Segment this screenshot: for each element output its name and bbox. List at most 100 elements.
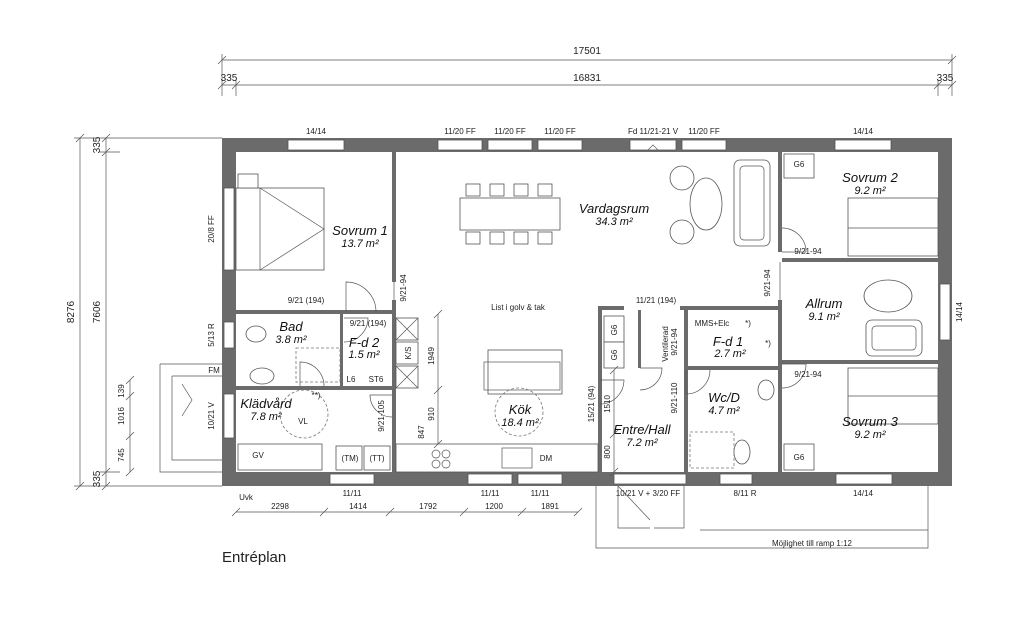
label-g6: G6 bbox=[794, 453, 805, 462]
dim-745: 745 bbox=[117, 448, 126, 462]
window-label: 11/11 bbox=[343, 489, 362, 498]
label-uvk: Uvk bbox=[239, 493, 254, 502]
door-label: 9/21-94 bbox=[763, 269, 772, 297]
bed bbox=[847, 197, 939, 257]
room-name: Kök bbox=[509, 402, 533, 417]
room-name: F-d 2 bbox=[349, 335, 380, 350]
window-label: 11/20 FF bbox=[444, 127, 476, 136]
room-area: 9.2 m² bbox=[854, 429, 886, 441]
left-dimensions: 8276 335 7606 335 139 1016 745 bbox=[66, 133, 222, 491]
room-area: 18.4 m² bbox=[501, 417, 539, 429]
door-label: 9/21-94 bbox=[399, 274, 408, 302]
ramp-outline bbox=[595, 486, 929, 549]
room-name: Entre/Hall bbox=[613, 422, 671, 437]
dim-bottom: 2298 bbox=[271, 502, 289, 511]
label-fm: FM bbox=[208, 366, 220, 375]
dim-1016: 1016 bbox=[117, 407, 126, 425]
room-area: 3.8 m² bbox=[275, 334, 307, 346]
room-name: Sovrum 3 bbox=[842, 414, 898, 429]
window-label: 14/14 bbox=[306, 127, 327, 136]
label-gv: GV bbox=[252, 451, 264, 460]
plan-title: Entréplan bbox=[222, 549, 286, 566]
fixture-labels: G6 G6 G6 G6 FM K/S L6 ST6 GV (TM) (TT) D… bbox=[208, 160, 852, 548]
dim-bottom: 1891 bbox=[541, 502, 559, 511]
window-label: 14/14 bbox=[853, 127, 874, 136]
label-note: *) bbox=[745, 319, 751, 328]
inner-dimensions: 1949 910 847 1510 800 bbox=[417, 309, 619, 477]
window-label: 11/20 FF bbox=[688, 127, 720, 136]
door-label: 9/21-94 bbox=[794, 370, 822, 379]
kitchen-island bbox=[487, 349, 563, 395]
room-name: Sovrum 1 bbox=[332, 223, 388, 238]
door-label: 15/21 (94) bbox=[587, 385, 596, 422]
bed bbox=[235, 187, 325, 271]
label-note: *) bbox=[765, 339, 771, 348]
window-label: 20/8 FF bbox=[207, 215, 216, 243]
dim-800: 800 bbox=[603, 445, 612, 459]
room-name: F-d 1 bbox=[713, 334, 743, 349]
dim-847: 847 bbox=[417, 425, 426, 439]
room-area: 7.2 m² bbox=[626, 437, 658, 449]
sofa bbox=[733, 159, 771, 247]
label-tt: (TT) bbox=[369, 454, 384, 463]
door-label: 11/21 (194) bbox=[636, 296, 677, 305]
windows bbox=[223, 139, 951, 485]
interior-walls bbox=[236, 152, 938, 472]
dim-139: 139 bbox=[117, 384, 126, 398]
label-g6: G6 bbox=[610, 349, 619, 360]
room-area: 7.8 m² bbox=[250, 411, 282, 423]
window-label: 11/20 FF bbox=[544, 127, 576, 136]
window-label: 10/21 V + 3/20 FF bbox=[616, 489, 680, 498]
coffee-table bbox=[689, 177, 723, 231]
room-name: Sovrum 2 bbox=[842, 170, 898, 185]
room-area: 1.5 m² bbox=[348, 349, 380, 361]
window-label: 11/20 FF bbox=[494, 127, 526, 136]
label-tm: (TM) bbox=[342, 454, 359, 463]
room-name: Bad bbox=[279, 319, 303, 334]
label-dm: DM bbox=[540, 454, 553, 463]
label-mms: MMS+Elc bbox=[695, 319, 729, 328]
top-dimensions: 17501 335 16831 335 bbox=[217, 46, 957, 96]
label-g6: G6 bbox=[610, 324, 619, 335]
dim-bottom: 1792 bbox=[419, 502, 437, 511]
door-label: 9/21-105 bbox=[377, 400, 386, 432]
dim-wall-top: 335 bbox=[92, 136, 103, 153]
room-name: Wc/D bbox=[708, 390, 740, 405]
room-area: 9.2 m² bbox=[854, 185, 886, 197]
door-labels: 9/21 (194) 9/21-94 9/21 (194) 9/21-105 1… bbox=[288, 247, 822, 432]
room-name: Vardagsrum bbox=[579, 201, 649, 216]
label-ramp: Möjlighet till ramp 1:12 bbox=[772, 539, 853, 548]
label-st6: ST6 bbox=[369, 375, 384, 384]
dim-total-depth: 8276 bbox=[66, 300, 77, 323]
dim-total-width: 17501 bbox=[573, 46, 601, 57]
window-label: 14/14 bbox=[853, 489, 874, 498]
label-g6: G6 bbox=[794, 160, 805, 169]
window-label: 8/11 R bbox=[734, 489, 757, 498]
window-label: Fd 11/21-21 V bbox=[628, 127, 679, 136]
dim-bottom: 1414 bbox=[349, 502, 367, 511]
dim-inner-depth: 7606 bbox=[92, 300, 103, 323]
window-label: 5/13 R bbox=[207, 323, 216, 347]
window-label: 11/11 bbox=[481, 489, 500, 498]
room-area: 4.7 m² bbox=[708, 405, 740, 417]
furniture bbox=[159, 153, 939, 473]
label-list: List i golv & tak bbox=[491, 303, 546, 312]
label-note: **) bbox=[312, 391, 321, 400]
label-l6: L6 bbox=[347, 375, 356, 384]
door-label: 9/21 (194) bbox=[350, 319, 387, 328]
label-vl: VL bbox=[298, 417, 308, 426]
window-label: 11/11 bbox=[531, 489, 550, 498]
room-name: Klädvård bbox=[240, 396, 292, 411]
bottom-dimensions: 2298 1414 1792 1200 1891 bbox=[231, 502, 583, 517]
dim-1510: 1510 bbox=[603, 395, 612, 413]
door-label: 9/21-94 bbox=[670, 328, 679, 356]
room-area: 13.7 m² bbox=[341, 238, 379, 250]
room-area: 34.3 m² bbox=[595, 216, 633, 228]
room-name: Allrum bbox=[805, 296, 843, 311]
room-area: 2.7 m² bbox=[713, 348, 746, 360]
window-label: 14/14 bbox=[955, 301, 964, 322]
dim-wall-right: 335 bbox=[937, 73, 954, 84]
label-ventilerad: Ventilerad bbox=[661, 326, 670, 362]
door-label: 9/21-94 bbox=[794, 247, 822, 256]
